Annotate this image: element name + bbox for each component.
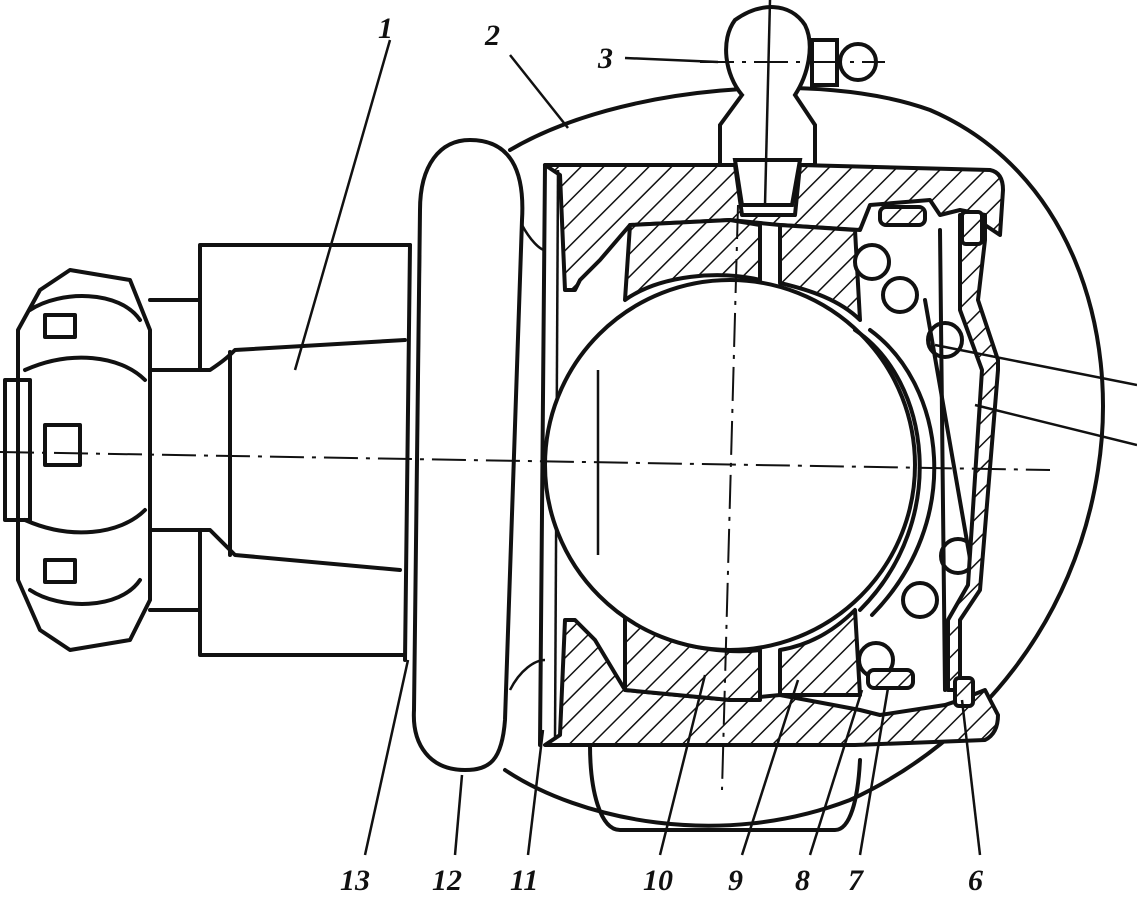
rubber-boot [411, 138, 525, 772]
liner-upper [623, 218, 762, 302]
callout-8: 8 [795, 864, 810, 897]
insert-lower [778, 608, 862, 697]
callout-13: 13 [340, 864, 370, 897]
vertical-axis [721, 204, 739, 791]
grease-nipple [700, 0, 885, 207]
seal-upper [878, 205, 927, 227]
ball-seat [853, 328, 922, 612]
callout-10: 10 [643, 864, 673, 897]
housing-upper [543, 163, 1005, 292]
ring-upper [960, 210, 984, 246]
callout-2: 2 [484, 19, 500, 52]
callout-6: 6 [968, 864, 983, 897]
leader-lines [293, 39, 1137, 856]
insert-upper [778, 223, 862, 322]
ball-stud-shank [148, 243, 422, 662]
seal-lower [866, 668, 915, 690]
callout-7: 7 [848, 864, 864, 897]
housing-lower [543, 618, 1000, 747]
callout-12: 12 [432, 864, 462, 897]
horizontal-axis [0, 451, 1051, 471]
callout-3: 3 [597, 42, 613, 75]
ring-lower [953, 676, 975, 708]
callout-9: 9 [728, 864, 743, 897]
callout-11: 11 [510, 864, 538, 897]
castle-nut [3, 268, 152, 652]
callout-1: 1 [378, 12, 393, 45]
end-cap [946, 213, 1000, 692]
